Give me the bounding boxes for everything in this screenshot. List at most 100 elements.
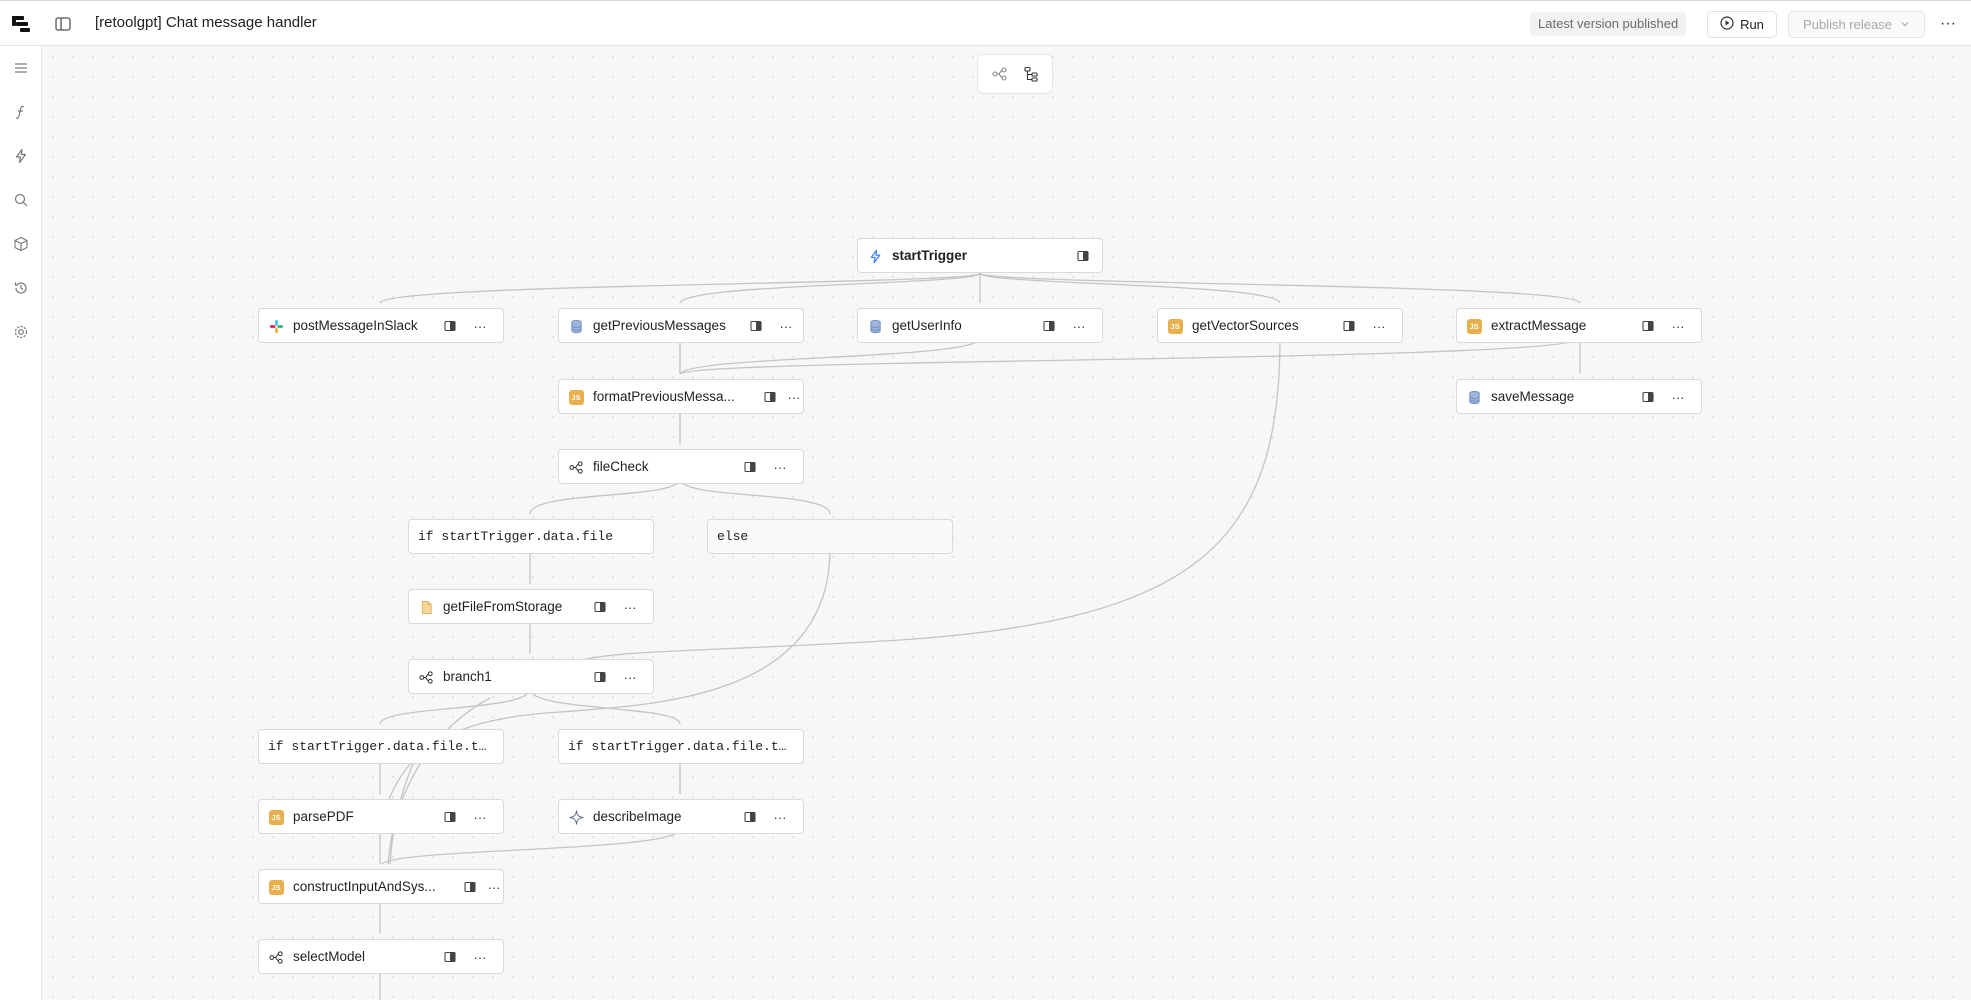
graph-view-icon[interactable] [989,63,1011,85]
node-construct-input-and-system[interactable]: JS constructInputAndSys... ··· [258,869,504,904]
retool-logo-icon[interactable] [10,13,32,35]
side-panel-icon[interactable] [593,600,607,614]
tree-view-icon[interactable] [1020,63,1042,85]
condition-else[interactable]: else [707,519,953,554]
node-get-vector-sources[interactable]: JS getVectorSources ··· [1157,308,1403,343]
side-panel-icon[interactable] [743,460,757,474]
more-options-icon[interactable]: ··· [779,318,793,334]
more-options-icon[interactable]: ··· [773,809,787,825]
node-label: startTrigger [892,248,968,263]
side-panel-icon[interactable] [443,950,457,964]
more-options-icon[interactable]: ··· [473,318,487,334]
branch-icon [268,949,284,965]
javascript-icon: JS [268,879,284,895]
more-options-icon[interactable]: ··· [623,669,637,685]
node-label: fileCheck [593,459,649,474]
lightning-icon [867,248,883,264]
side-panel-icon[interactable] [749,319,763,333]
side-panel-icon[interactable] [443,810,457,824]
node-label: saveMessage [1491,389,1575,404]
more-options-icon[interactable]: ··· [773,459,787,475]
javascript-icon: JS [1167,318,1183,334]
more-options-icon[interactable]: ··· [473,809,487,825]
more-options-icon[interactable]: ··· [473,949,487,965]
ai-sparkle-icon [568,809,584,825]
more-options-icon[interactable]: ··· [1671,318,1685,334]
node-get-previous-messages[interactable]: getPreviousMessages ··· [558,308,804,343]
history-icon[interactable] [11,278,31,298]
javascript-icon: JS [568,389,584,405]
condition-label: else [717,529,749,544]
javascript-icon: JS [268,809,284,825]
side-panel-icon[interactable] [1042,319,1056,333]
publish-release-button[interactable]: Publish release [1788,11,1925,38]
run-label: Run [1740,17,1764,32]
node-file-check[interactable]: fileCheck ··· [558,449,804,484]
slack-icon [268,318,284,334]
lightning-icon[interactable] [11,146,31,166]
side-panel-icon[interactable] [1641,319,1655,333]
database-icon [867,318,883,334]
more-options-icon[interactable]: ··· [1372,318,1386,334]
node-get-user-info[interactable]: getUserInfo ··· [857,308,1103,343]
node-save-message[interactable]: saveMessage ··· [1456,379,1702,414]
node-label: branch1 [443,669,492,684]
node-select-model[interactable]: selectModel ··· [258,939,504,974]
view-toggle [977,54,1053,94]
cube-icon[interactable] [11,234,31,254]
more-options-icon[interactable]: ··· [487,879,501,895]
condition-label: if startTrigger.data.file [418,529,614,544]
side-panel-icon[interactable] [763,390,777,404]
chevron-down-icon [1900,17,1910,32]
more-options-icon[interactable]: ··· [1940,15,1956,32]
node-branch1[interactable]: branch1 ··· [408,659,654,694]
file-icon [418,599,434,615]
side-panel-icon[interactable] [443,319,457,333]
condition-label: if startTrigger.data.file.t… [268,739,487,754]
side-panel-icon[interactable] [593,670,607,684]
node-label: getFileFromStorage [443,599,563,614]
node-post-message-in-slack[interactable]: postMessageInSlack ··· [258,308,504,343]
condition-label: if startTrigger.data.file.t… [568,739,787,754]
workflow-canvas[interactable] [43,47,1971,1000]
side-panel-icon[interactable] [1641,390,1655,404]
run-button[interactable]: Run [1707,11,1777,38]
node-describe-image[interactable]: describeImage ··· [558,799,804,834]
menu-icon[interactable] [11,58,31,78]
js-badge: JS [268,809,284,825]
search-icon[interactable] [11,190,31,210]
more-options-icon[interactable]: ··· [1072,318,1086,334]
js-badge: JS [568,389,584,405]
side-panel-icon[interactable] [1076,249,1090,263]
node-label: parsePDF [293,809,354,824]
node-label: describeImage [593,809,682,824]
side-panel-icon[interactable] [1342,319,1356,333]
condition-if-file-type-image[interactable]: if startTrigger.data.file.t… [558,729,804,764]
top-bar: [retoolgpt] Chat message handler Latest … [0,0,1971,46]
publish-label: Publish release [1803,17,1892,32]
node-extract-message[interactable]: JS extractMessage ··· [1456,308,1702,343]
node-label: formatPreviousMessa... [593,389,735,404]
node-label: postMessageInSlack [293,318,418,333]
function-icon[interactable] [11,102,31,122]
condition-if-file-type-pdf[interactable]: if startTrigger.data.file.t… [258,729,504,764]
js-badge: JS [1167,318,1183,334]
node-get-file-from-storage[interactable]: getFileFromStorage ··· [408,589,654,624]
more-options-icon[interactable]: ··· [1671,389,1685,405]
node-parse-pdf[interactable]: JS parsePDF ··· [258,799,504,834]
more-options-icon[interactable]: ··· [787,389,801,405]
sidebar-toggle-icon[interactable] [54,15,72,33]
side-panel-icon[interactable] [743,810,757,824]
condition-if-file[interactable]: if startTrigger.data.file [408,519,654,554]
page-title: [retoolgpt] Chat message handler [95,14,317,31]
more-options-icon[interactable]: ··· [623,599,637,615]
js-badge: JS [268,879,284,895]
left-rail [0,46,42,1000]
branch-icon [568,459,584,475]
node-format-previous-messages[interactable]: JS formatPreviousMessa... ··· [558,379,804,414]
javascript-icon: JS [1466,318,1482,334]
node-label: getPreviousMessages [593,318,726,333]
side-panel-icon[interactable] [463,880,477,894]
node-start-trigger[interactable]: startTrigger [857,238,1103,273]
gear-icon[interactable] [11,322,31,342]
